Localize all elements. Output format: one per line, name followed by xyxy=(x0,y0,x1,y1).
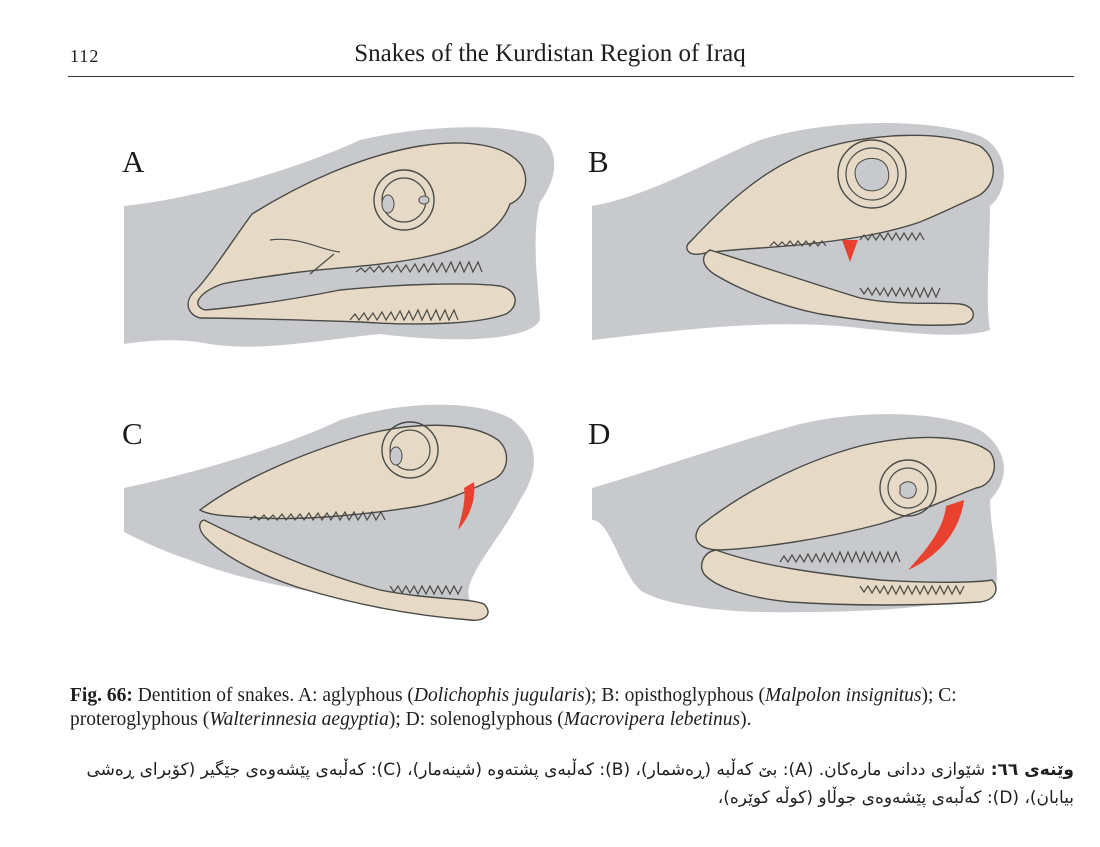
caption-intro: Dentition of snakes. A: aglyphous ( xyxy=(132,685,414,706)
caption-species-d: Macrovipera lebetinus xyxy=(563,709,741,730)
panel-d-lower-jaw xyxy=(700,549,997,606)
figure-caption: Fig. 66: Dentition of snakes. A: aglypho… xyxy=(70,684,1078,732)
panel-b-skull xyxy=(686,134,995,255)
panel-d-upper-teeth xyxy=(779,550,901,564)
caption-mid-d: ); D: solenoglyphous ( xyxy=(388,709,564,730)
panel-d-skull xyxy=(695,436,995,551)
panel-c-lower-teeth xyxy=(389,584,463,596)
caption-mid-b: ); B: opisthoglyphous ( xyxy=(584,685,765,706)
header-rule xyxy=(68,76,1074,77)
panel-b-rear-fang xyxy=(842,240,858,262)
kurdish-caption-label: وێنەی ٦٦: xyxy=(990,760,1074,780)
panel-letter-d: D xyxy=(588,416,610,451)
panel-b-lower-jaw xyxy=(703,249,974,326)
panel-a: A xyxy=(122,127,555,347)
caption-species-c: Walterinnesia aegyptia xyxy=(209,709,389,730)
caption-species-a: Dolichophis jugularis xyxy=(413,685,585,706)
panel-a-lower-teeth xyxy=(349,308,459,322)
panel-c: C xyxy=(122,404,534,621)
caption-end: ). xyxy=(740,709,752,730)
panel-d-lower-teeth xyxy=(859,584,965,596)
panel-a-upper-teeth xyxy=(355,260,483,274)
panel-d-hinged-fang xyxy=(908,500,964,570)
panel-b: B xyxy=(588,122,1004,340)
panel-letter-a: A xyxy=(122,144,145,179)
dentition-figure: A B C D xyxy=(122,122,1004,621)
kurdish-caption: وێنەی ٦٦: شێوازی ددانی مارەکان. (A): بێ … xyxy=(70,756,1074,812)
caption-figure-label: Fig. 66: xyxy=(70,685,133,706)
panel-b-upper-teeth xyxy=(769,231,925,247)
panel-c-lower-jaw xyxy=(199,519,489,621)
running-title: Snakes of the Kurdistan Region of Iraq xyxy=(354,40,746,67)
panel-letter-b: B xyxy=(588,144,609,179)
kurdish-caption-text: شێوازی ددانی مارەکان. (A): بێ کەڵبە (ڕەش… xyxy=(86,760,1074,808)
panel-d: D xyxy=(588,414,1004,613)
caption-species-b: Malpolon insignitus xyxy=(764,685,922,706)
panel-c-upper-teeth xyxy=(249,510,386,522)
panel-b-lower-teeth xyxy=(859,286,941,299)
panel-c-front-fang xyxy=(458,482,475,530)
page-number: 112 xyxy=(70,46,100,66)
panel-letter-c: C xyxy=(122,416,143,451)
panel-a-skull xyxy=(187,142,527,325)
caption-mid-c: ); C: proteroglyphous ( xyxy=(70,685,957,730)
